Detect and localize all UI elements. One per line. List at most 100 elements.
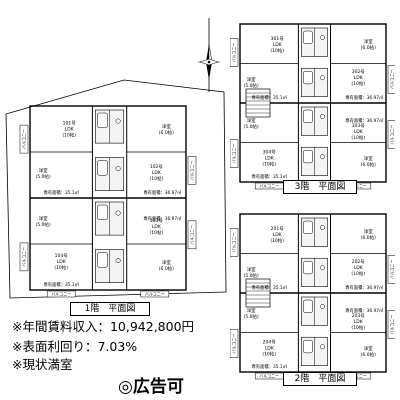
balcony-label: バルコニー xyxy=(232,334,237,354)
ldk-size: (10帖) xyxy=(54,264,68,271)
ldk-label: LDK xyxy=(152,224,162,230)
balcony-label: バルコニー xyxy=(232,42,237,62)
wet-area-fixtures xyxy=(95,249,125,283)
balcony-label: バルコニー xyxy=(145,292,165,297)
advertising-permitted-mark: ◎広告可 xyxy=(118,377,184,397)
ldk-size: (10帖) xyxy=(262,351,276,358)
ldk-label: LDK xyxy=(265,156,275,162)
wet-area-fixtures xyxy=(301,296,328,326)
building-outline xyxy=(239,23,387,183)
ldk-label: LDK xyxy=(354,319,364,325)
unit-number: 102号 xyxy=(150,164,164,170)
western-room-label: 洋室 xyxy=(364,345,373,352)
western-room-label: 洋室 xyxy=(162,123,171,130)
ldk-size: (10帖) xyxy=(270,47,284,54)
ldk-label: LDK xyxy=(354,129,364,135)
unit-number: 103号 xyxy=(150,218,164,224)
ldk-size: (10帖) xyxy=(149,229,163,236)
western-room-size: (5.0帖) xyxy=(244,272,259,279)
exclusive-area: 専有面積：35.1㎡ xyxy=(44,189,80,196)
balcony-label: バルコニー xyxy=(190,160,195,180)
ldk-label: LDK xyxy=(65,126,75,132)
ldk-label: LDK xyxy=(152,170,162,176)
balcony-label: バルコニー xyxy=(390,69,395,89)
gross-yield: ※表面利回り：7.03% xyxy=(12,339,138,354)
unit-number: 104号 xyxy=(55,253,69,259)
wet-area-fixtures xyxy=(95,201,125,236)
floor-plan-2f-label: 2階 平面図 xyxy=(283,372,357,386)
unit-number: 301号 xyxy=(271,36,285,42)
floor-plan-3f: バルコニーバルコニーバルコニーバルコニーバルコニーバルコニー301号LDK(10… xyxy=(230,18,395,196)
western-room-size: (6.0帖) xyxy=(361,44,376,51)
exclusive-area: 専有面積：35.1㎡ xyxy=(252,363,288,370)
exclusive-area: 専有面積：36.97㎡ xyxy=(345,307,384,314)
building-outline xyxy=(29,105,187,291)
exclusive-area: 専有面積：36.97㎡ xyxy=(345,94,384,101)
balcony-label: バルコニー xyxy=(232,232,237,252)
balcony-label: バルコニー xyxy=(190,225,195,245)
western-room-label: 洋室 xyxy=(364,38,373,45)
north-arrow-compass-icon xyxy=(196,16,222,94)
unit-number: 202号 xyxy=(352,259,366,265)
western-room-size: (6.0帖) xyxy=(361,161,376,168)
ldk-label: LDK xyxy=(265,346,275,352)
western-room-label: 洋室 xyxy=(247,307,256,314)
unit-number: 201号 xyxy=(271,226,285,232)
ldk-size: (10帖) xyxy=(351,134,365,141)
western-room-label: 洋室 xyxy=(39,167,48,174)
wet-area-fixtures xyxy=(95,109,125,144)
western-room-label: 洋室 xyxy=(39,215,48,222)
wet-area-fixtures xyxy=(301,257,328,287)
annual-rent-income: ※年間賃料収入：10,942,800円 xyxy=(12,319,195,334)
wet-area-fixtures xyxy=(301,27,328,57)
occupancy-status: ※現状満室 xyxy=(12,357,73,372)
unit-number: 203号 xyxy=(352,313,366,319)
balcony-label: バルコニー xyxy=(259,374,279,379)
wet-area-fixtures xyxy=(301,106,328,136)
ldk-size: (10帖) xyxy=(262,161,276,168)
exclusive-area: 専有面積：35.1㎡ xyxy=(252,284,288,291)
western-room-size: (6.0帖) xyxy=(361,351,376,358)
wet-area-fixtures xyxy=(95,157,125,191)
balcony-label: バルコニー xyxy=(232,144,237,164)
western-room-label: 洋室 xyxy=(247,76,256,83)
wet-area-fixtures xyxy=(301,217,328,247)
western-room-label: 洋室 xyxy=(364,228,373,235)
western-room-size: (6.0帖) xyxy=(159,265,174,272)
western-room-size: (5.0帖) xyxy=(244,123,259,130)
exclusive-area: 専有面積：35.1㎡ xyxy=(44,281,80,288)
unit-number: 304号 xyxy=(263,150,277,156)
ldk-size: (10帖) xyxy=(62,131,76,138)
western-room-size: (5.0帖) xyxy=(244,313,259,320)
western-room-label: 洋室 xyxy=(247,117,256,124)
wet-area-fixtures xyxy=(301,146,328,176)
staircase xyxy=(245,278,271,308)
balcony-label: バルコニー xyxy=(390,315,395,335)
exclusive-area: 専有面積：36.97㎡ xyxy=(345,284,384,291)
ldk-size: (10帖) xyxy=(351,324,365,331)
ldk-size: (10帖) xyxy=(351,270,365,277)
ldk-label: LDK xyxy=(273,42,283,48)
exclusive-area: 専有面積：36.97㎡ xyxy=(345,117,384,124)
ldk-label: LDK xyxy=(57,259,67,265)
site-boundary xyxy=(5,79,227,299)
western-room-label: 洋室 xyxy=(364,155,373,162)
exclusive-area: 専有面積：36.97㎡ xyxy=(143,189,182,196)
western-room-size: (5.0帖) xyxy=(36,173,51,180)
ldk-label: LDK xyxy=(354,75,364,81)
balcony-label: バルコニー xyxy=(390,259,395,279)
floor-plan-3f-label: 3階 平面図 xyxy=(283,180,357,194)
western-room-size: (6.0帖) xyxy=(159,129,174,136)
staircase xyxy=(245,88,271,118)
